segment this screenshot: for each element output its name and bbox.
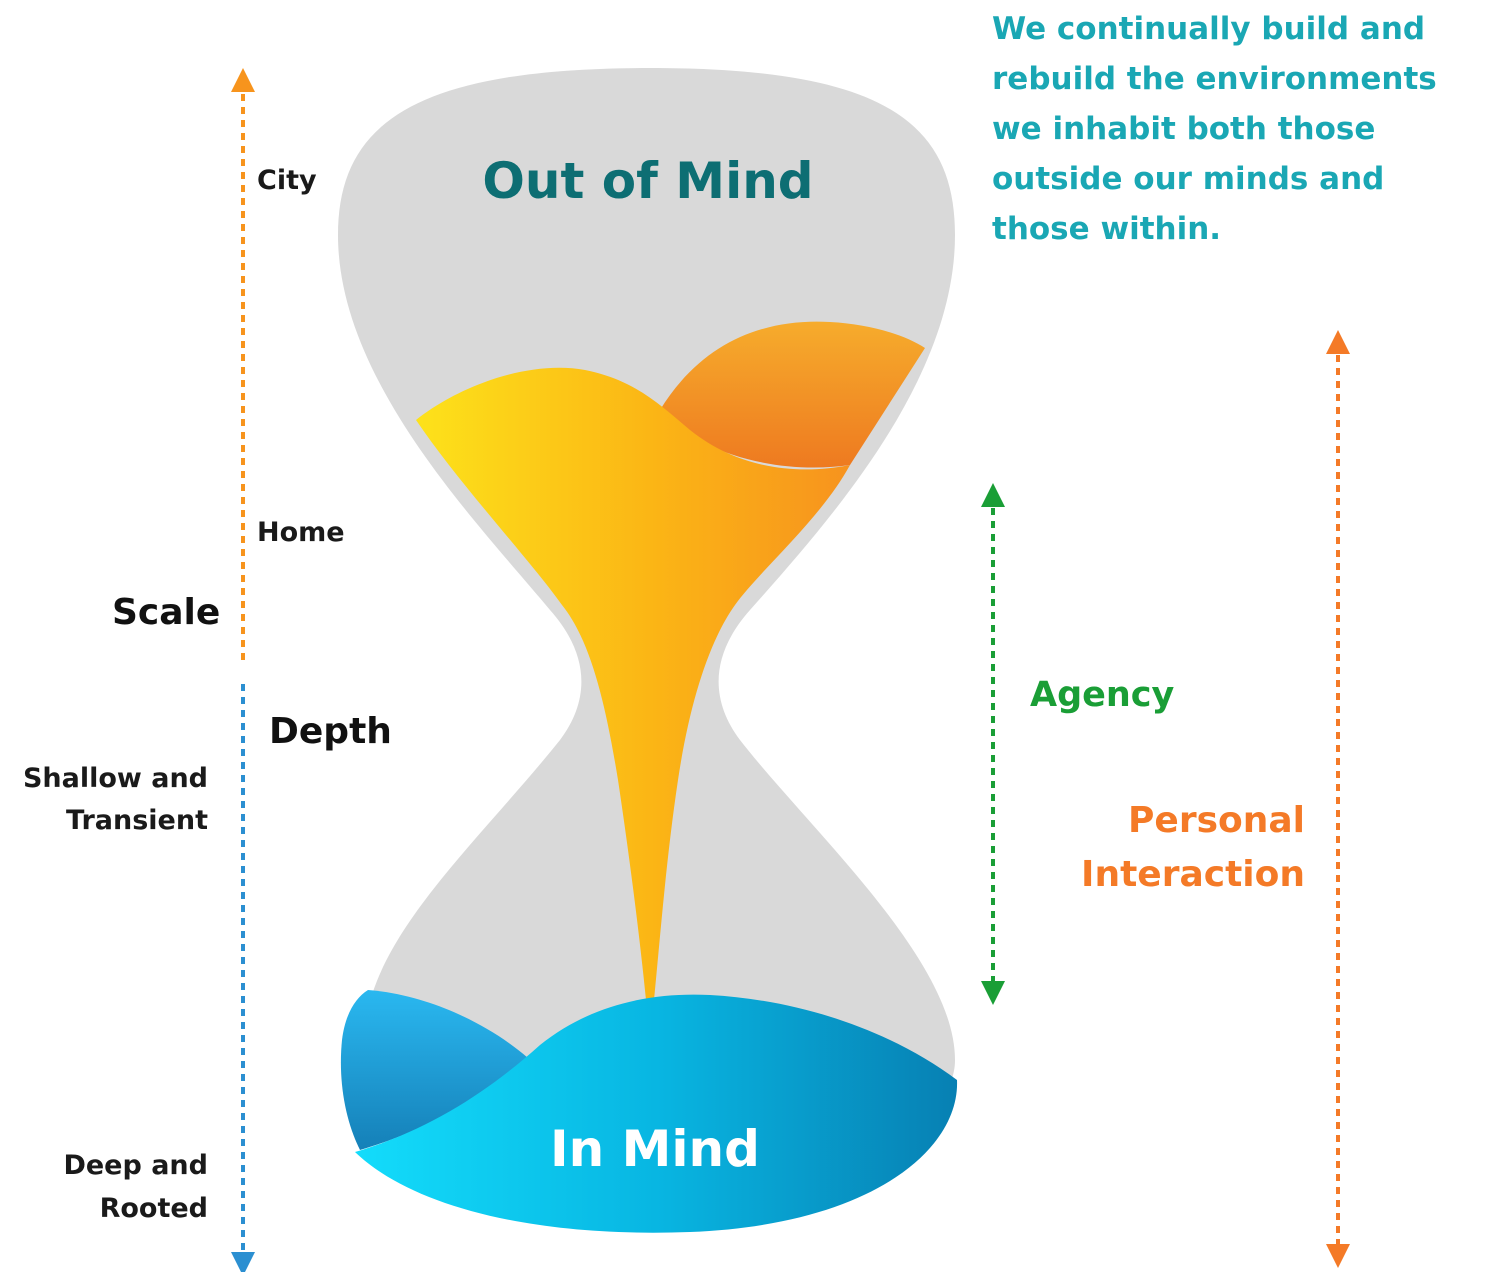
personal-label-line1: Personal	[1128, 800, 1305, 841]
depth-deep-line1: Deep and	[63, 1150, 208, 1181]
quote-text: We continually build and rebuild the env…	[992, 11, 1437, 247]
scale-city-label: City	[257, 165, 317, 196]
water-back-wave	[340, 990, 528, 1150]
sand-mound	[660, 321, 925, 468]
water-front	[355, 994, 958, 1233]
depth-deep-line2: Rooted	[99, 1193, 208, 1224]
depth-title: Depth	[269, 711, 392, 752]
out-of-mind-label: Out of Mind	[482, 152, 814, 210]
agency-label: Agency	[1030, 675, 1175, 715]
depth-shallow-line2: Transient	[66, 805, 208, 836]
depth-shallow-line1: Shallow and	[22, 763, 208, 794]
sand-funnel	[416, 367, 850, 1000]
in-mind-label: In Mind	[550, 1120, 760, 1178]
scale-title: Scale	[112, 592, 221, 633]
personal-label-line2: Interaction	[1081, 854, 1305, 895]
scale-home-label: Home	[257, 517, 345, 548]
